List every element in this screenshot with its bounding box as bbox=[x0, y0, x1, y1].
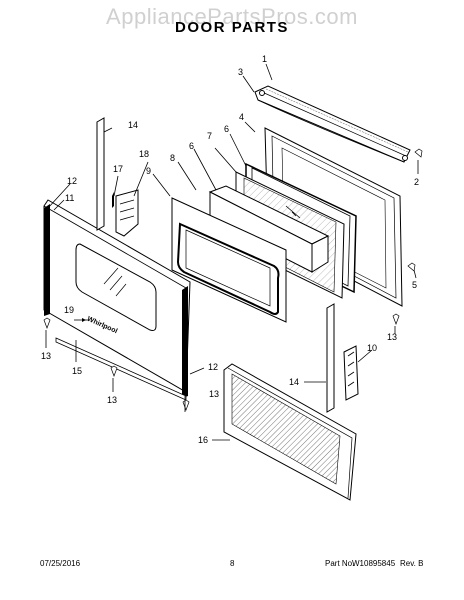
vent-trim-part bbox=[254, 85, 411, 163]
callout-12b: 12 bbox=[208, 362, 219, 372]
callout-4: 4 bbox=[239, 112, 245, 122]
footer-part-label: Part No. bbox=[325, 559, 355, 568]
callout-14: 14 bbox=[128, 120, 139, 130]
callout-1: 1 bbox=[262, 54, 268, 64]
callout-13a: 13 bbox=[41, 351, 52, 361]
callout-14b: 14 bbox=[289, 377, 300, 387]
callout-10: 10 bbox=[367, 343, 378, 353]
callout-8: 8 bbox=[170, 153, 176, 163]
callout-6: 6 bbox=[224, 124, 230, 134]
callout-7: 7 bbox=[207, 131, 213, 141]
baffle-right-part bbox=[326, 303, 335, 413]
door-window-part bbox=[223, 363, 357, 501]
callout-16: 16 bbox=[198, 435, 209, 445]
callout-17: 17 bbox=[113, 164, 124, 174]
callout-2: 2 bbox=[414, 177, 420, 187]
footer-part-number: W10895845 bbox=[352, 559, 396, 568]
callout-13c: 13 bbox=[209, 389, 220, 399]
baffle-left-part bbox=[96, 117, 105, 231]
callout-6b: 6 bbox=[189, 141, 195, 151]
callout-19: 19 bbox=[64, 305, 75, 315]
footer-page-number: 8 bbox=[230, 559, 235, 568]
callout-9: 9 bbox=[146, 166, 152, 176]
footer-date: 07/25/2016 bbox=[40, 559, 81, 568]
watermark-text: AppliancePartsPros.com bbox=[106, 4, 358, 29]
outer-glass-part bbox=[43, 199, 191, 393]
callout-3: 3 bbox=[238, 67, 244, 77]
hinge-part bbox=[112, 189, 139, 237]
callout-12: 12 bbox=[67, 176, 78, 186]
page-title: DOOR PARTS bbox=[175, 19, 289, 36]
callout-13d: 13 bbox=[387, 332, 398, 342]
hinge-right-part bbox=[343, 345, 359, 401]
window-pack-part bbox=[171, 197, 287, 323]
callout-11: 11 bbox=[65, 193, 75, 203]
side-trim-part bbox=[44, 204, 188, 398]
callout-18: 18 bbox=[139, 149, 150, 159]
callout-5: 5 bbox=[412, 280, 418, 290]
callout-15: 15 bbox=[72, 366, 83, 376]
footer-revision: Rev. B bbox=[400, 559, 424, 568]
callout-13b: 13 bbox=[107, 395, 118, 405]
